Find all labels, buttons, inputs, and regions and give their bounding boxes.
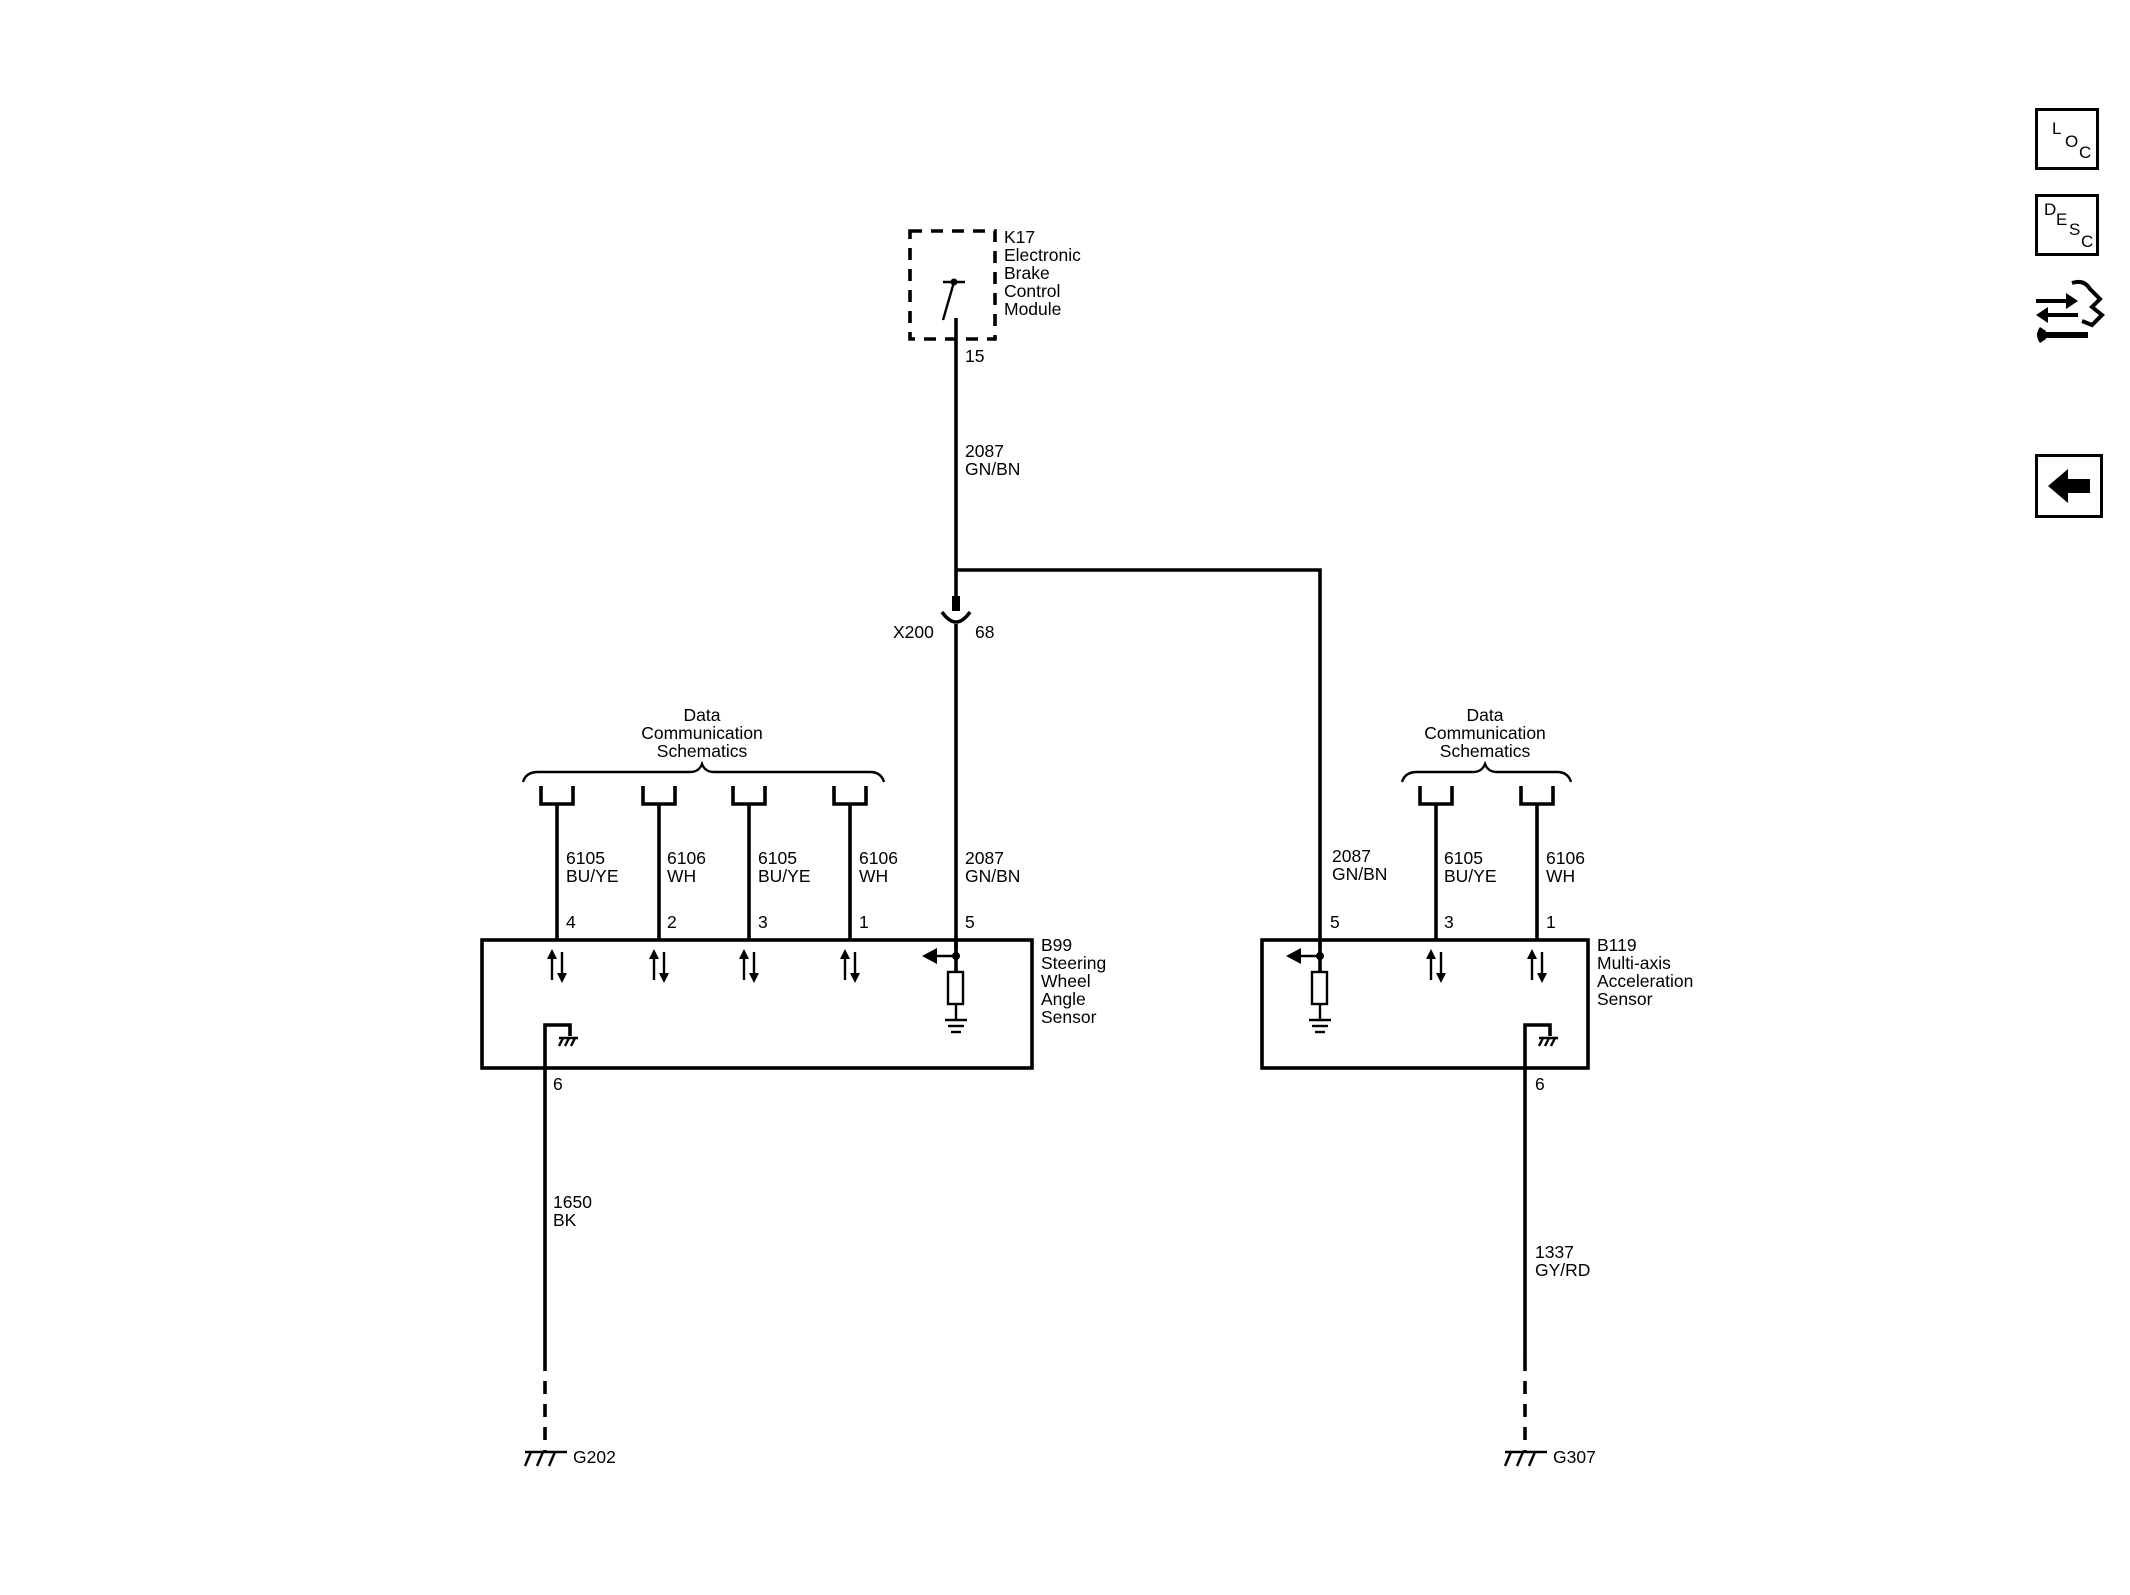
- b99-wire-2-circuit: 6106: [667, 848, 706, 868]
- data-comm-right-line3: Schematics: [1440, 741, 1531, 761]
- k17-name-2: Brake: [1004, 263, 1050, 283]
- desc-letter-s: S: [2069, 220, 2081, 239]
- loc-letter-o: O: [2065, 132, 2079, 151]
- wire-2087-main: 2087 GN/BN: [954, 318, 1322, 948]
- b119-wires: 2087 GN/BN 6105 BU/YE 6106 WH 5 3 1: [1330, 804, 1585, 940]
- b119-pin-5: 5: [1330, 912, 1340, 932]
- b119-module: B119 Multi-axis Acceleration Sensor: [1260, 935, 1693, 1070]
- b119-name-3: Sensor: [1597, 989, 1653, 1009]
- g307-label: G307: [1553, 1447, 1596, 1467]
- b99-wire-3-color: BU/YE: [758, 866, 811, 886]
- b99-ground-pin: 6: [553, 1074, 563, 1094]
- loc-letter-l: L: [2052, 119, 2062, 138]
- b99-wires: 6105 BU/YE 6106 WH 6105 BU/YE 6106 WH 20…: [555, 804, 1020, 940]
- desc-letter-d: D: [2044, 200, 2057, 219]
- x200-pin: 68: [975, 622, 994, 642]
- b99-wire-1-circuit: 6105: [566, 848, 605, 868]
- data-comm-right: Data Communication Schematics: [1400, 705, 1573, 806]
- b119-pin-1: 1: [1546, 912, 1556, 932]
- b99-pin-5: 5: [965, 912, 975, 932]
- back-button[interactable]: [2035, 454, 2103, 518]
- connector-wrench-button[interactable]: [2032, 277, 2106, 351]
- data-comm-left-line2: Communication: [641, 723, 763, 743]
- k17-name-4: Module: [1004, 299, 1061, 319]
- data-comm-left-line1: Data: [684, 705, 721, 725]
- bidirectional-arrow-icon: [647, 947, 671, 985]
- b99-ref: B99: [1041, 935, 1072, 955]
- b99-name-2: Wheel: [1041, 971, 1091, 991]
- resistor-icon: [946, 970, 965, 1006]
- k17-ref: K17: [1004, 227, 1035, 247]
- b99-name-3: Angle: [1041, 989, 1086, 1009]
- desc-button[interactable]: D E S C: [2035, 194, 2099, 256]
- b99-ground-color: BK: [553, 1210, 577, 1230]
- g202-label: G202: [573, 1447, 616, 1467]
- desc-letter-e: E: [2056, 210, 2068, 229]
- b99-wire-4-color: WH: [859, 866, 888, 886]
- b119-wire-3-circuit: 6105: [1444, 848, 1483, 868]
- loc-letter-c: C: [2079, 143, 2092, 162]
- loc-button[interactable]: L O C: [2035, 108, 2099, 170]
- b99-pin-1: 1: [859, 912, 869, 932]
- data-comm-left: Data Communication Schematics: [521, 705, 886, 806]
- b99-wire-1-color: BU/YE: [566, 866, 619, 886]
- input-arrow-icon: [922, 948, 937, 964]
- b119-wire-5-color: GN/BN: [1332, 864, 1387, 884]
- data-comm-left-line3: Schematics: [657, 741, 748, 761]
- b99-pin-4: 4: [566, 912, 576, 932]
- b99-module: B99 Steering Wheel Angle Sensor: [480, 935, 1106, 1070]
- b99-pin-2: 2: [667, 912, 677, 932]
- b119-ground-color: GY/RD: [1535, 1260, 1590, 1280]
- desc-letter-c: C: [2081, 232, 2094, 251]
- bidirectional-arrow-icon: [737, 947, 761, 985]
- k17-name-1: Electronic: [1004, 245, 1081, 265]
- wire-top-circuit: 2087: [965, 441, 1004, 461]
- b119-ground-circuit: 6 1337 GY/RD G307: [1503, 1068, 1596, 1468]
- k17-module: K17 Electronic Brake Control Module 15: [908, 227, 1081, 366]
- b99-ground-circuit: 6 1650 BK G202: [523, 1068, 616, 1468]
- k17-switch-icon: [941, 281, 956, 321]
- b99-wire-3-circuit: 6105: [758, 848, 797, 868]
- bidirectional-arrow-icon: [838, 947, 862, 985]
- b99-name-4: Sensor: [1041, 1007, 1097, 1027]
- b99-wire-5-color: GN/BN: [965, 866, 1020, 886]
- b99-pin-3: 3: [758, 912, 768, 932]
- b99-wire-5-circuit: 2087: [965, 848, 1004, 868]
- bidirectional-arrow-icon: [545, 947, 569, 985]
- x200-label: X200: [893, 622, 934, 642]
- b119-pin-3: 3: [1444, 912, 1454, 932]
- b119-wire-5-circuit: 2087: [1332, 846, 1371, 866]
- ground-icon: [523, 1450, 569, 1468]
- b119-ground-circuit-num: 1337: [1535, 1242, 1574, 1262]
- k17-name-3: Control: [1004, 281, 1060, 301]
- k17-pin: 15: [965, 346, 984, 366]
- data-comm-right-line2: Communication: [1424, 723, 1546, 743]
- b119-wire-1-color: WH: [1546, 866, 1575, 886]
- b119-ground-pin: 6: [1535, 1074, 1545, 1094]
- bidirectional-arrow-icon: [1424, 947, 1448, 985]
- b119-wire-1-circuit: 6106: [1546, 848, 1585, 868]
- wire-top-color: GN/BN: [965, 459, 1020, 479]
- connector-wrench-icon: [2036, 279, 2105, 343]
- b119-name-2: Acceleration: [1597, 971, 1693, 991]
- b99-name-1: Steering: [1041, 953, 1106, 973]
- b119-name-1: Multi-axis: [1597, 953, 1671, 973]
- data-comm-right-line1: Data: [1467, 705, 1504, 725]
- bidirectional-arrow-icon: [1525, 947, 1549, 985]
- b119-ref: B119: [1597, 935, 1637, 955]
- b99-wire-4-circuit: 6106: [859, 848, 898, 868]
- b119-wire-3-color: BU/YE: [1444, 866, 1497, 886]
- resistor-icon: [1310, 970, 1329, 1006]
- input-arrow-icon: [1286, 948, 1301, 964]
- b99-ground-circuit-num: 1650: [553, 1192, 592, 1212]
- x200-connector: X200 68: [893, 596, 994, 950]
- b99-wire-2-color: WH: [667, 866, 696, 886]
- ground-icon: [1503, 1450, 1549, 1468]
- back-arrow-icon: [2048, 469, 2090, 503]
